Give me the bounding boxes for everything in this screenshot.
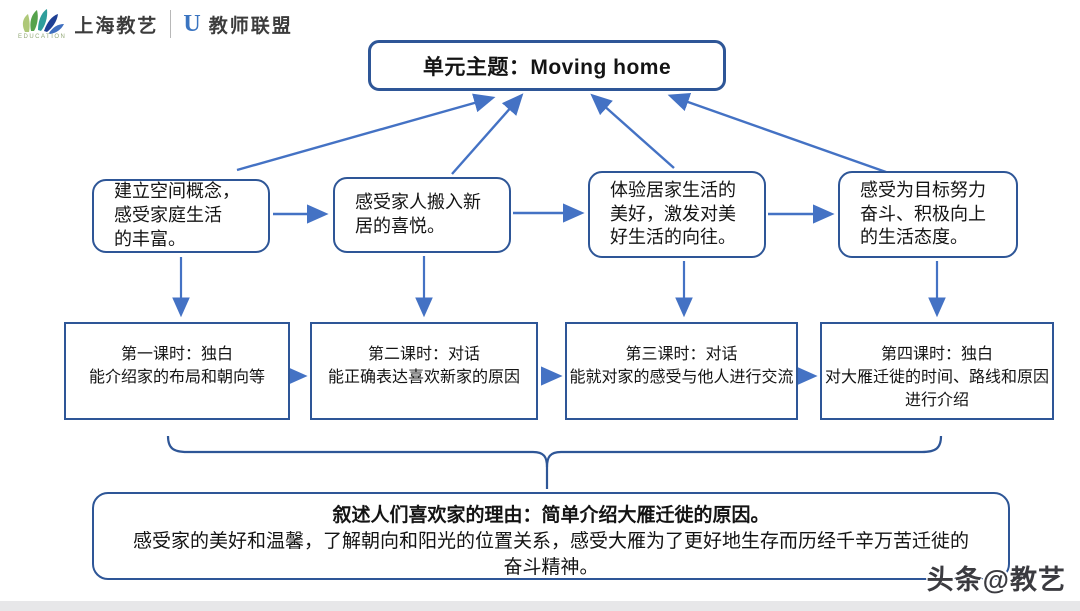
lesson-4-detail: 对大雁迁徙的时间、路线和原因 [824, 369, 1049, 387]
objective-3-line: 好生活的向往。 [610, 227, 736, 248]
lesson-box-4: 第四课时：独白 对大雁迁徙的时间、路线和原因 进行介绍 [820, 322, 1054, 420]
lesson-2-title: 第二课时：对话 [367, 346, 480, 363]
objective-box-2: 感受家人搬入新 居的喜悦。 [333, 177, 511, 253]
lotus-logo-icon: EDUCATION [18, 8, 66, 40]
objective-1-line: 的丰富。 [114, 228, 186, 249]
lesson-4-detail: 进行介绍 [904, 392, 969, 410]
summary-body-line: 感受家的美好和温馨，了解朝向和阳光的位置关系，感受大雁为了更好地生存而历经千辛万… [132, 531, 969, 553]
lesson-2-detail: 能正确表达喜欢新家的原因 [327, 369, 520, 387]
lesson-box-3: 第三课时：对话 能就对家的感受与他人进行交流 [565, 322, 798, 420]
logo-education-subtext: EDUCATION [18, 34, 67, 40]
logo-org-right-text: 教师联盟 [208, 15, 293, 37]
objective-3-line: 美好，激发对美 [610, 203, 736, 224]
objective-4-line: 感受为目标努力 [860, 179, 986, 200]
objective-4-line: 奋斗、积极向上 [860, 203, 986, 224]
lesson-3-title: 第三课时：对话 [625, 346, 738, 363]
unit-title-text: 单元主题：Moving home [422, 55, 672, 79]
logo-divider [170, 10, 172, 38]
objective-1-line: 建立空间概念， [114, 181, 240, 202]
objective-box-1: 建立空间概念， 感受家庭生活 的丰富。 [92, 179, 270, 253]
summary-title: 叙述人们喜欢家的理由：简单介绍大雁迁徙的原因。 [332, 505, 770, 526]
summary-box: 叙述人们喜欢家的理由：简单介绍大雁迁徙的原因。 感受家的美好和温馨，了解朝向和阳… [92, 492, 1010, 580]
lesson-1-title: 第一课时：独白 [120, 346, 233, 363]
lesson-1-detail: 能介绍家的布局和朝向等 [88, 369, 265, 387]
objective-2-line: 感受家人搬入新 [355, 192, 481, 213]
lesson-3-detail: 能就对家的感受与他人进行交流 [569, 369, 794, 387]
summary-body-line: 奋斗精神。 [503, 557, 599, 579]
logo-org-left-text: 上海教艺 [74, 15, 159, 37]
objective-box-4: 感受为目标努力 奋斗、积极向上 的生活态度。 [838, 171, 1018, 258]
lesson-4-title: 第四课时：独白 [880, 346, 993, 363]
header-logo: EDUCATION 上海教艺 U 教师联盟 [18, 8, 293, 40]
objective-1-line: 感受家庭生活 [114, 205, 222, 226]
objective-box-3: 体验居家生活的 美好，激发对美 好生活的向往。 [588, 171, 766, 258]
lesson-box-1: 第一课时：独白 能介绍家的布局和朝向等 [64, 322, 290, 420]
unit-title-box: 单元主题：Moving home [368, 40, 726, 91]
lesson-box-2: 第二课时：对话 能正确表达喜欢新家的原因 [310, 322, 538, 420]
u-union-logo-icon: U [183, 11, 201, 37]
objective-2-line: 居的喜悦。 [355, 216, 445, 236]
objective-3-line: 体验居家生活的 [610, 179, 736, 200]
objective-4-line: 的生活态度。 [860, 227, 968, 248]
footer-strip [0, 601, 1080, 611]
toutiao-watermark: 头条@教艺 [926, 565, 1066, 595]
